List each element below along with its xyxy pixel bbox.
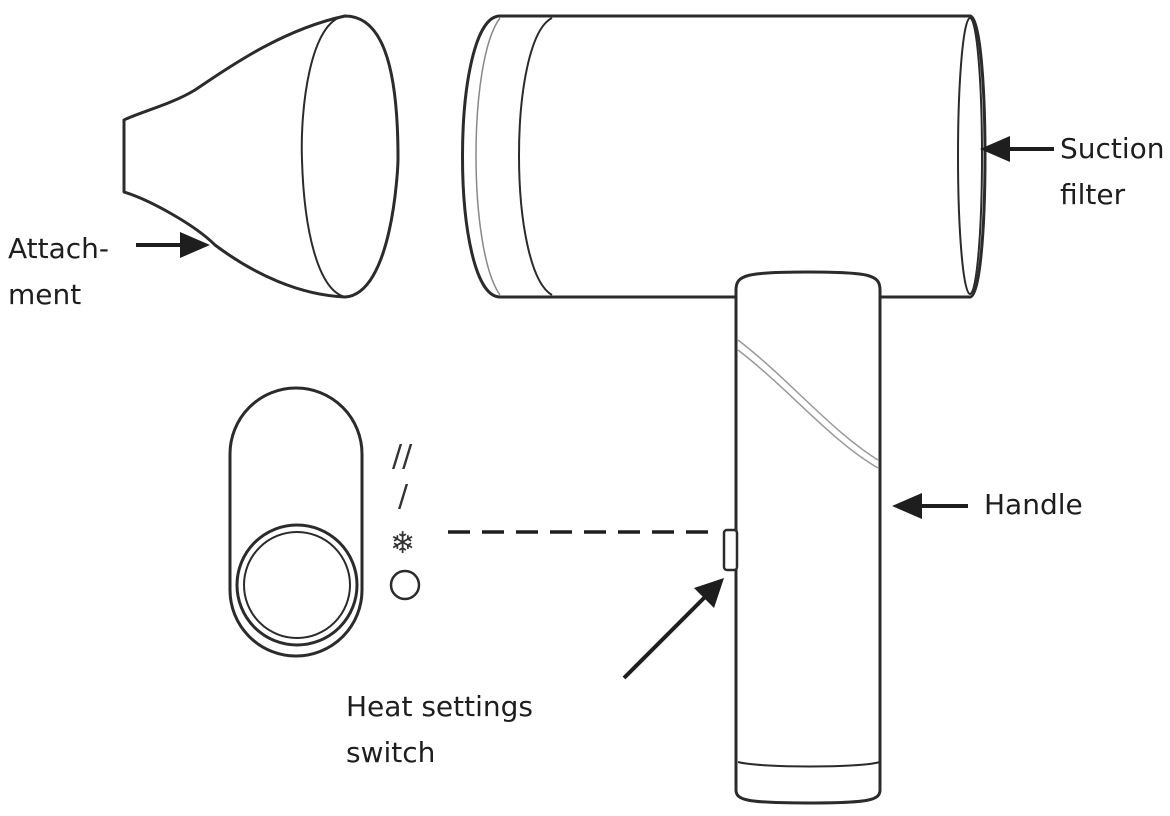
setting-low-mark: /	[398, 479, 409, 514]
heat-settings-switch-label-line-2: switch	[346, 736, 436, 769]
attachment-label-line-1: Attach-	[8, 232, 110, 265]
suction-filter-label: Suction filter	[1060, 126, 1165, 218]
handle-label: Handle	[984, 482, 1083, 528]
setting-marks: // / ❄	[389, 439, 421, 601]
suction-filter-label-line-1: Suction	[1060, 132, 1165, 165]
suction-filter-part	[957, 17, 983, 295]
callout-arrows	[136, 136, 1054, 680]
setting-high-mark: //	[392, 439, 413, 474]
attachment-arrow	[136, 232, 210, 258]
handle-part	[722, 270, 882, 805]
attachment-part	[122, 14, 400, 299]
handle-label-line-1: Handle	[984, 488, 1083, 521]
heat-settings-switch-label: Heat settings switch	[346, 684, 533, 776]
heat-settings-switch-part	[722, 528, 739, 572]
off-circle-icon	[389, 569, 421, 601]
dryer-body-part	[461, 14, 987, 299]
switch-panel-detail	[228, 386, 364, 658]
handle-arrow	[892, 493, 968, 519]
heat-settings-switch-arrow	[622, 578, 724, 680]
suction-filter-arrow	[980, 136, 1054, 162]
suction-filter-label-line-2: filter	[1060, 178, 1126, 211]
attachment-label-line-2: ment	[8, 278, 82, 311]
heat-settings-switch-label-line-1: Heat settings	[346, 690, 533, 723]
snowflake-icon: ❄	[390, 526, 415, 561]
attachment-label: Attach- ment	[8, 226, 109, 318]
